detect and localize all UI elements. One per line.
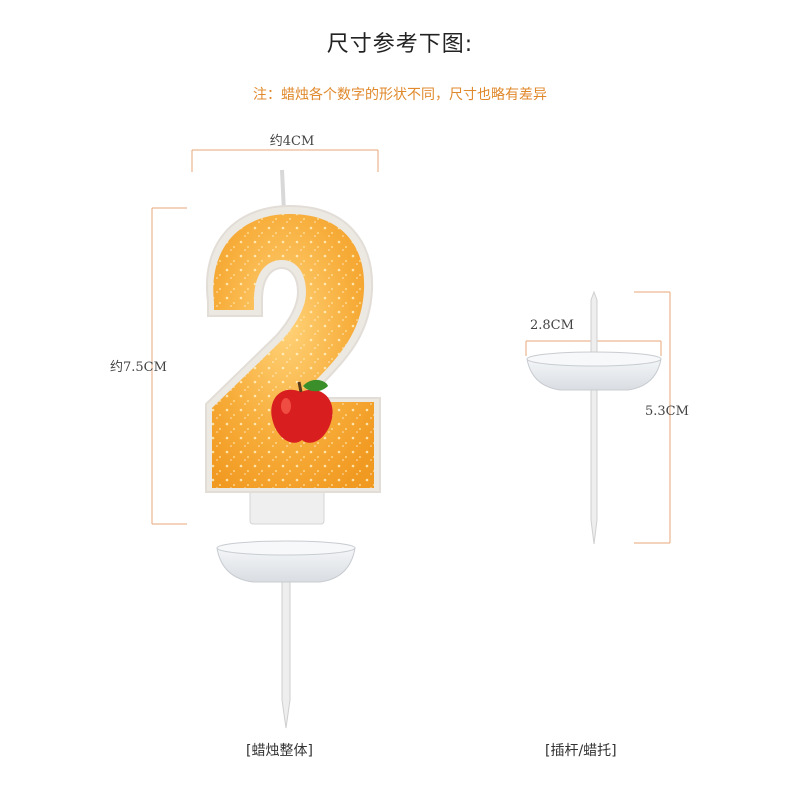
candle-holder-assembled xyxy=(216,540,356,729)
candle-holder-separate xyxy=(526,290,662,545)
holder-height-dimension xyxy=(634,291,671,544)
number-2-candle-body xyxy=(205,204,381,493)
candle-width-dimension xyxy=(191,149,379,172)
candle-caption: [蜡烛整体] xyxy=(246,743,313,759)
holder-caption: [插杆/蜡托] xyxy=(545,743,617,759)
candle-height-label: 约7.5CM xyxy=(110,360,167,375)
wick xyxy=(280,169,286,213)
size-note: 注：蜡烛各个数字的形状不同，尺寸也略有差异 xyxy=(253,87,547,103)
holder-height-label: 5.3CM xyxy=(645,404,689,419)
holder-width-label: 2.8CM xyxy=(530,318,574,333)
page-title: 尺寸参考下图: xyxy=(326,32,474,57)
candle-width-label: 约4CM xyxy=(269,134,315,149)
apple-decoration xyxy=(271,379,333,443)
candle-height-dimension xyxy=(151,207,187,525)
